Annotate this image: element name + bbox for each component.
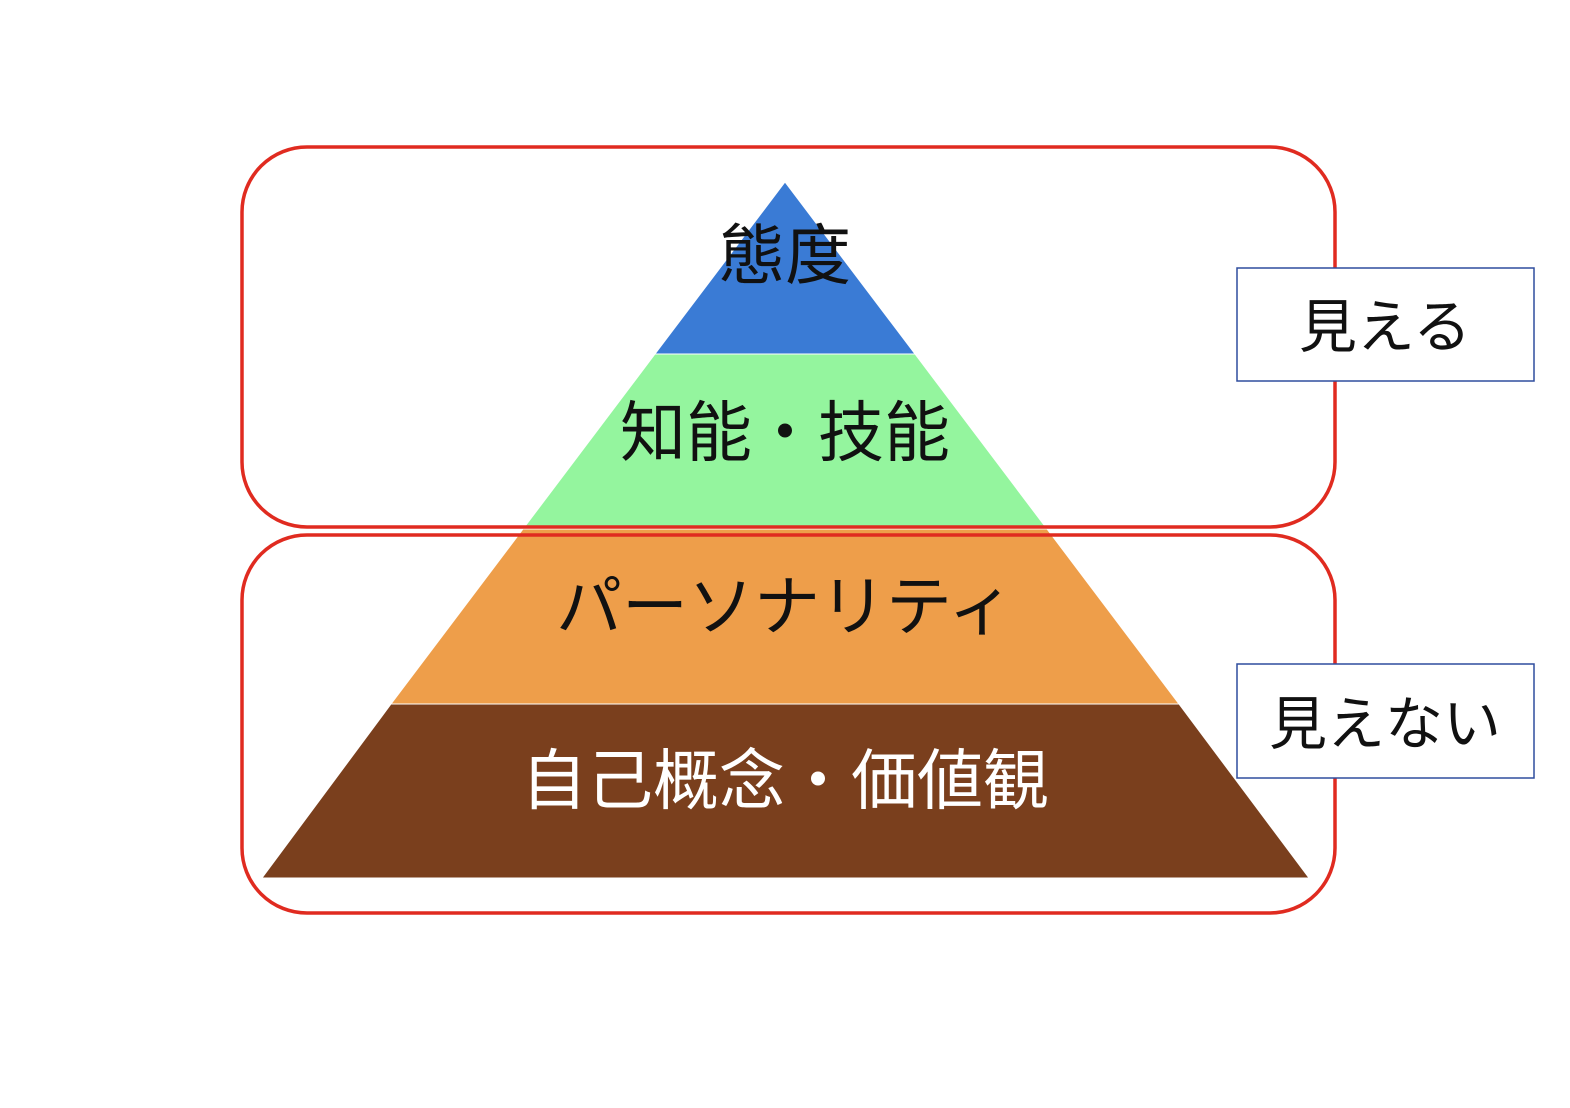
pyramid-layer-skills-label: 知能・技能 xyxy=(620,395,950,472)
pyramid-layer-attitude-label: 態度 xyxy=(719,218,851,295)
visible-label-box-frame xyxy=(1236,267,1535,382)
pyramid-layer-values xyxy=(261,703,1310,879)
visible-label-box: 見える xyxy=(1236,267,1535,382)
pyramid-layer-values-label: 自己概念・価値観 xyxy=(521,743,1049,820)
invisible-label-box: 見えない xyxy=(1236,663,1535,779)
pyramid xyxy=(261,181,1310,879)
invisible-label-box-frame xyxy=(1236,663,1535,779)
invisible-label: 見えない xyxy=(1269,690,1501,758)
pyramid-layer-personality-label: パーソナリティ xyxy=(556,569,1014,646)
visible-label: 見える xyxy=(1299,293,1471,361)
